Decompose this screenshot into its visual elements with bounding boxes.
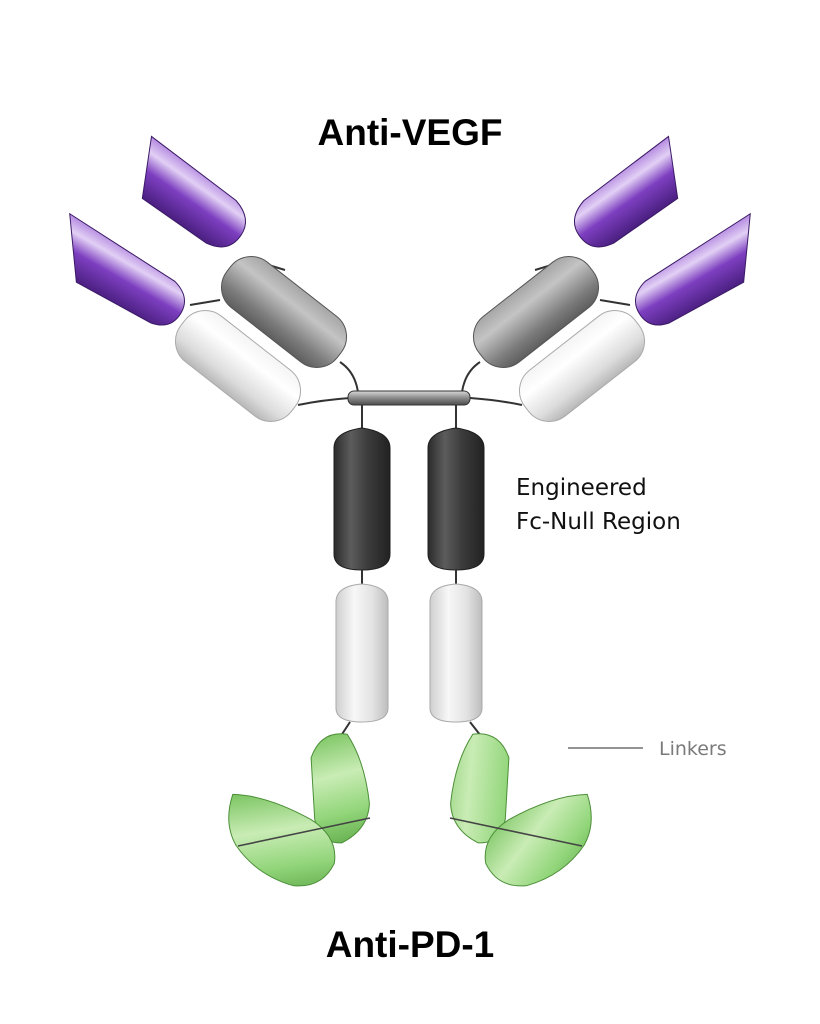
heavy-chain-constant-domain [472, 256, 600, 368]
left-arm-hinge-linker [297, 397, 351, 406]
anti-pd1-title: Anti-PD-1 [326, 924, 495, 965]
anti-pd1-variable-domain [450, 733, 510, 844]
anti-pd1-scfv-left [228, 733, 371, 887]
fc-dark-domain-right [427, 427, 485, 571]
anti-pd1-variable-domain [484, 793, 592, 887]
anti-pd1-scfv-right [449, 733, 592, 887]
left-arm-hinge-linker [339, 361, 359, 393]
left-arm-linker [189, 299, 221, 306]
anti-vegf-variable-domain [141, 135, 246, 248]
scfv-internal-linker [237, 817, 371, 847]
fc-region [333, 427, 485, 723]
fc-light-domain-left [335, 583, 389, 723]
anti-vegf-variable-domain [69, 212, 186, 326]
fc-region-label-line1: Engineered [516, 475, 647, 501]
light-chain-constant-domain [518, 310, 646, 422]
right-arm-hinge-linker [461, 361, 481, 393]
fc-dark-domain-left [333, 427, 391, 571]
fc-region-label-line2: Fc-Null Region [516, 509, 681, 535]
right-arm-linker [599, 299, 631, 306]
anti-vegf-title: Anti-VEGF [318, 112, 503, 153]
linkers-label: Linkers [659, 738, 727, 760]
light-chain-constant-domain [174, 310, 302, 422]
left-fab-arm [69, 135, 359, 422]
anti-pd1-variable-domain [310, 733, 370, 844]
right-fab-arm [461, 135, 751, 422]
fc-light-domain-right [429, 583, 483, 723]
right-arm-hinge-linker [469, 397, 523, 406]
anti-pd1-variable-domain [228, 793, 336, 887]
anti-vegf-variable-domain [574, 135, 679, 248]
heavy-chain-constant-domain [220, 256, 348, 368]
anti-vegf-variable-domain [634, 212, 751, 326]
scfv-internal-linker [449, 817, 583, 847]
hinge-region [347, 390, 471, 406]
